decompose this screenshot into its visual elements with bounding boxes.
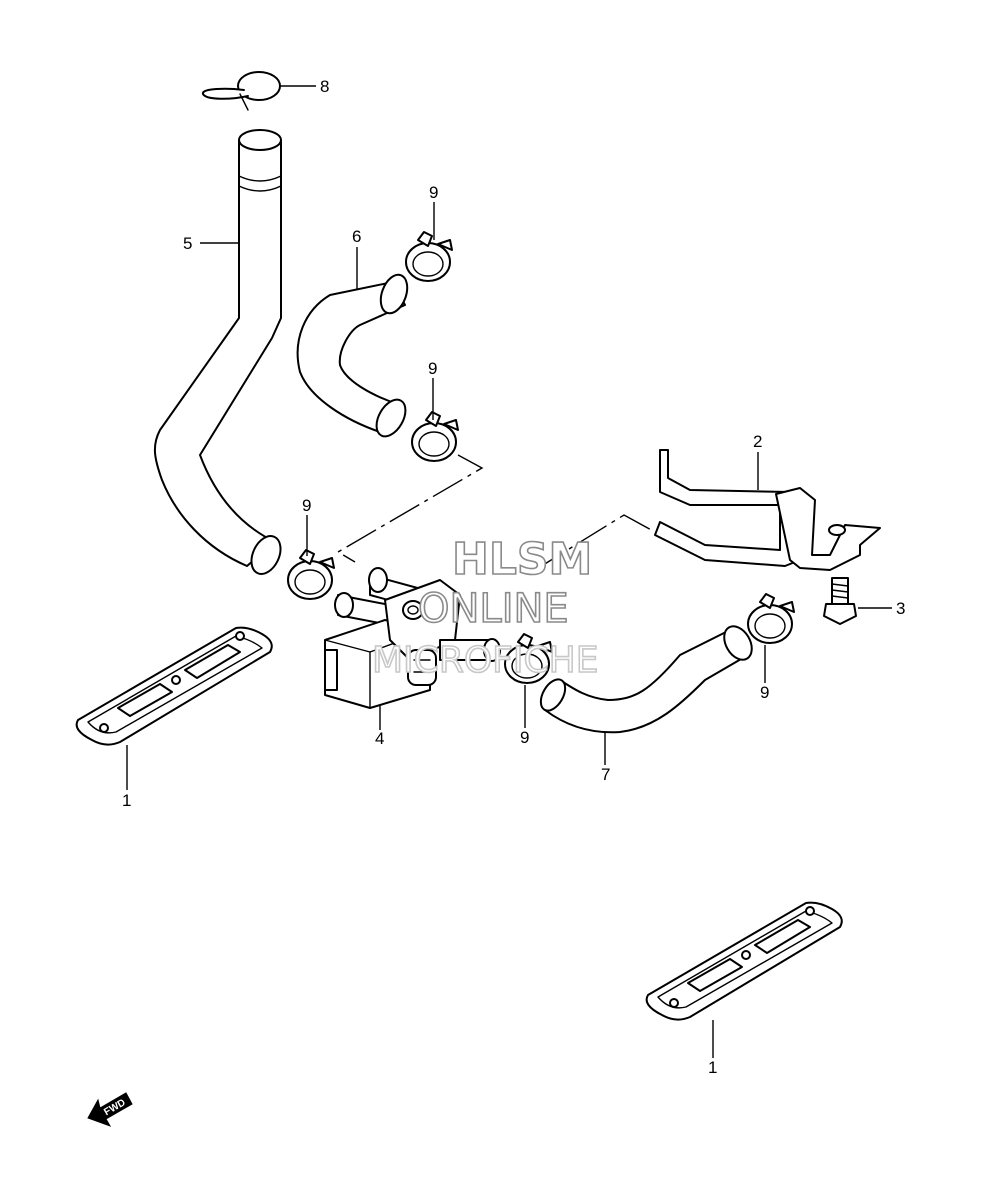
watermark-line-2: ONLINE — [418, 586, 569, 632]
callout-8: 8 — [320, 77, 329, 96]
callout-5: 5 — [183, 234, 192, 253]
part-4-valve — [324, 567, 501, 709]
part-7-hose — [539, 625, 753, 734]
callout-9-c: 9 — [302, 496, 311, 515]
callout-3: 3 — [896, 599, 905, 618]
part-9-clamp-a — [405, 231, 453, 282]
callout-7: 7 — [601, 765, 610, 784]
leader-lines — [126, 85, 892, 1058]
part-9-clamp-b — [411, 411, 459, 462]
part-6-hose — [296, 273, 409, 438]
watermark-line-3: MICROFICHE — [372, 640, 598, 681]
part-8-clip — [202, 71, 281, 111]
callout-1-a: 1 — [122, 791, 131, 810]
callout-9-d: 9 — [520, 728, 529, 747]
callout-9-a: 9 — [429, 183, 438, 202]
callout-2: 2 — [753, 432, 762, 451]
fwd-label: FWD — [102, 1097, 127, 1118]
flow-line-left — [336, 454, 484, 563]
fwd-arrow-icon: FWD — [87, 1092, 133, 1127]
part-1-pad-lower — [645, 901, 843, 1021]
part-1-pad-upper — [75, 626, 273, 746]
part-2-pipe-bracket — [654, 449, 881, 571]
part-9-clamp-d — [504, 633, 553, 684]
part-3-bolt — [823, 577, 857, 625]
callout-6: 6 — [352, 227, 361, 246]
watermark-line-1: HLSM — [452, 534, 592, 585]
callout-9-e: 9 — [760, 683, 769, 702]
flow-line-right — [534, 514, 656, 571]
part-5-hose — [154, 129, 282, 575]
watermark: HLSM ONLINE MICROFICHE — [371, 533, 599, 682]
callout-1-b: 1 — [708, 1058, 717, 1077]
part-9-clamp-c — [287, 549, 335, 600]
callout-9-b: 9 — [428, 359, 437, 378]
callout-4: 4 — [375, 729, 384, 748]
part-9-clamp-e — [747, 593, 795, 644]
